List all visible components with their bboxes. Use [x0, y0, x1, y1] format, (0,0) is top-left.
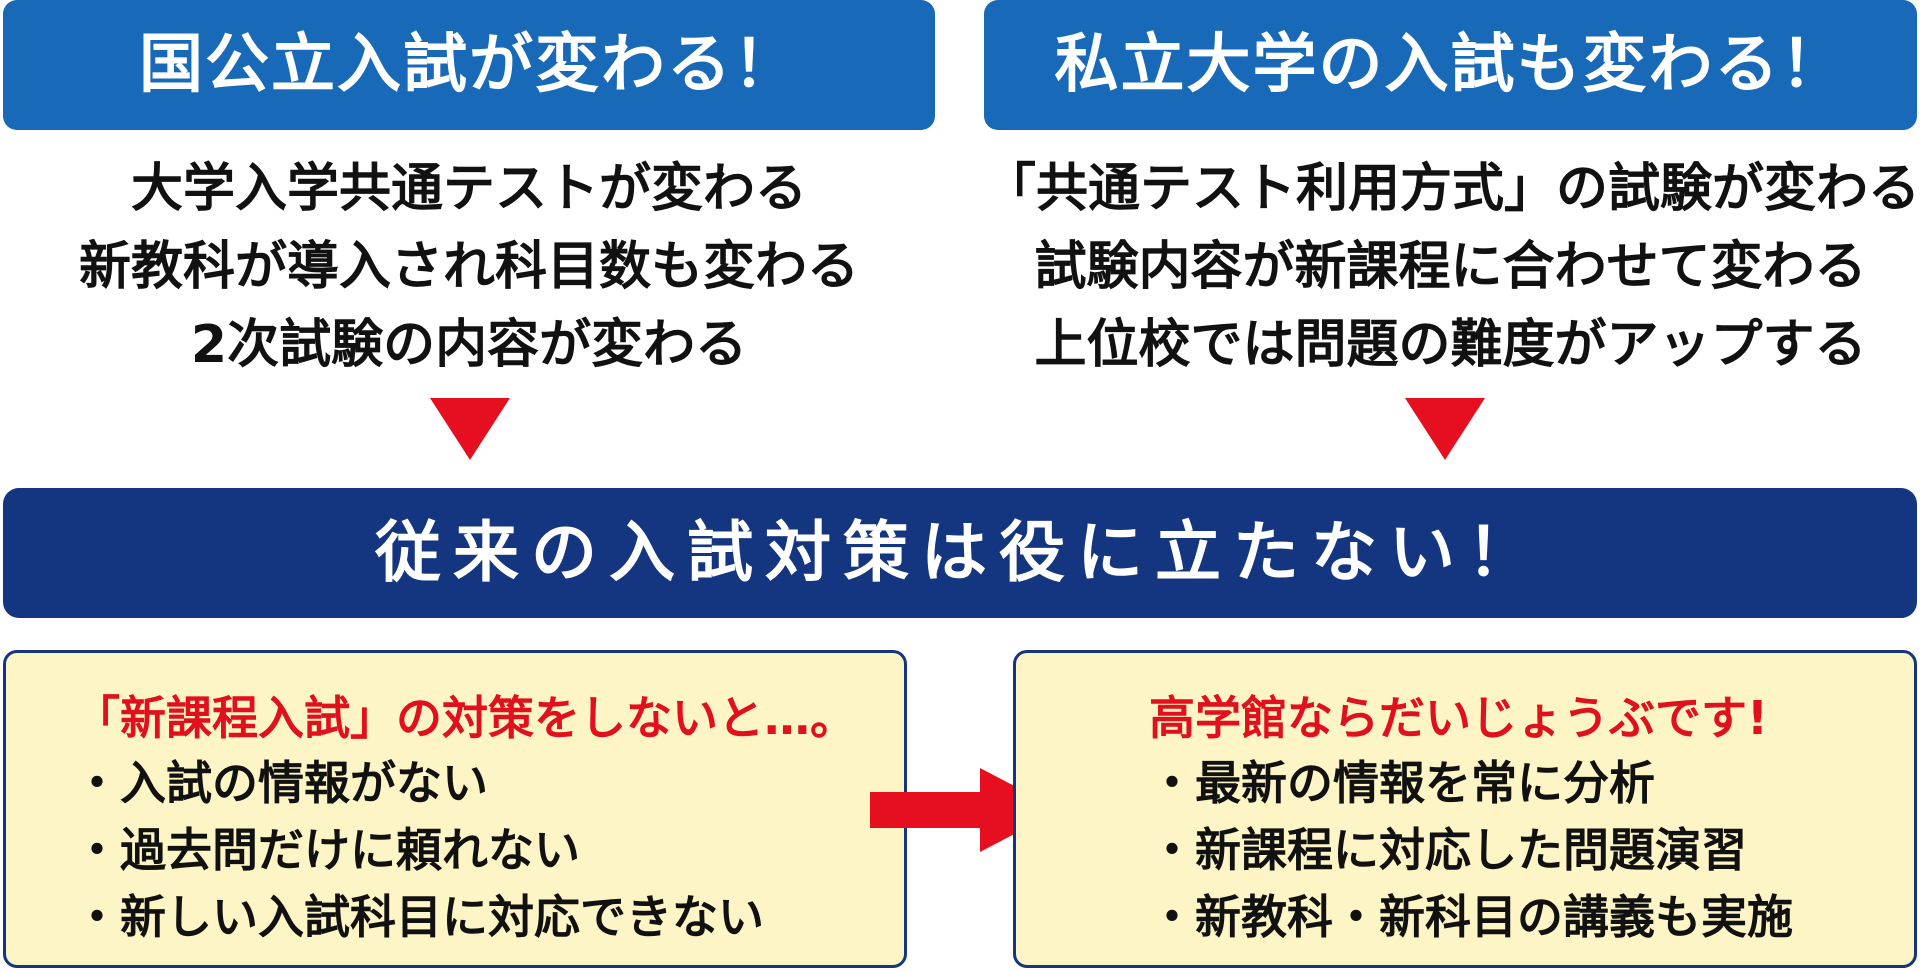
problem-list: ・入試の情報がない ・過去問だけに頼れない ・新しい入試科目に対応できない [74, 750, 764, 951]
problem-box: 「新課程入試」の対策をしないと…。 ・入試の情報がない ・過去問だけに頼れない … [3, 650, 907, 968]
solution-list: ・最新の情報を常に分析 ・新課程に対応した問題演習 ・新教科・新科目の講義も実施 [1149, 750, 1793, 951]
down-arrow-icon [430, 398, 510, 460]
list-item: ・新教科・新科目の講義も実施 [1149, 890, 1793, 944]
change-item: 試験内容が新課程に合わせて変わる [1034, 237, 1867, 297]
change-item: 新教科が導入され科目数も変わる [78, 237, 859, 297]
change-item: 上位校では問題の難度がアップする [1034, 315, 1867, 375]
list-item: ・最新の情報を常に分析 [1149, 756, 1655, 810]
private-exam-banner: 私立大学の入試も変わる！ [984, 0, 1917, 130]
down-arrow-icon [1405, 398, 1485, 460]
right-arrow-icon [870, 768, 1060, 852]
national-exam-banner: 国公立入試が変わる！ [3, 0, 935, 130]
solution-box-heading: 高学館ならだいじょうぶです! [1149, 691, 1768, 745]
problem-box-heading: 「新課程入試」の対策をしないと…。 [74, 691, 856, 745]
list-item: ・入試の情報がない [74, 756, 488, 810]
list-item: ・過去問だけに頼れない [74, 823, 580, 877]
conclusion-banner: 従来の入試対策は役に立たない！ [3, 488, 1917, 618]
national-exam-change-list: 大学入学共通テストが変わる 新教科が導入され科目数も変わる 2次試験の内容が変わ… [3, 150, 935, 384]
change-item: 2次試験の内容が変わる [190, 315, 748, 375]
change-item: 「共通テスト利用方式」の試験が変わる [984, 159, 1920, 219]
change-item: 大学入学共通テストが変わる [130, 159, 807, 219]
private-exam-change-list: 「共通テスト利用方式」の試験が変わる 試験内容が新課程に合わせて変わる 上位校で… [984, 150, 1920, 384]
list-item: ・新課程に対応した問題演習 [1149, 823, 1747, 877]
list-item: ・新しい入試科目に対応できない [74, 890, 764, 944]
solution-box: 高学館ならだいじょうぶです! ・最新の情報を常に分析 ・新課程に対応した問題演習… [1013, 650, 1917, 968]
